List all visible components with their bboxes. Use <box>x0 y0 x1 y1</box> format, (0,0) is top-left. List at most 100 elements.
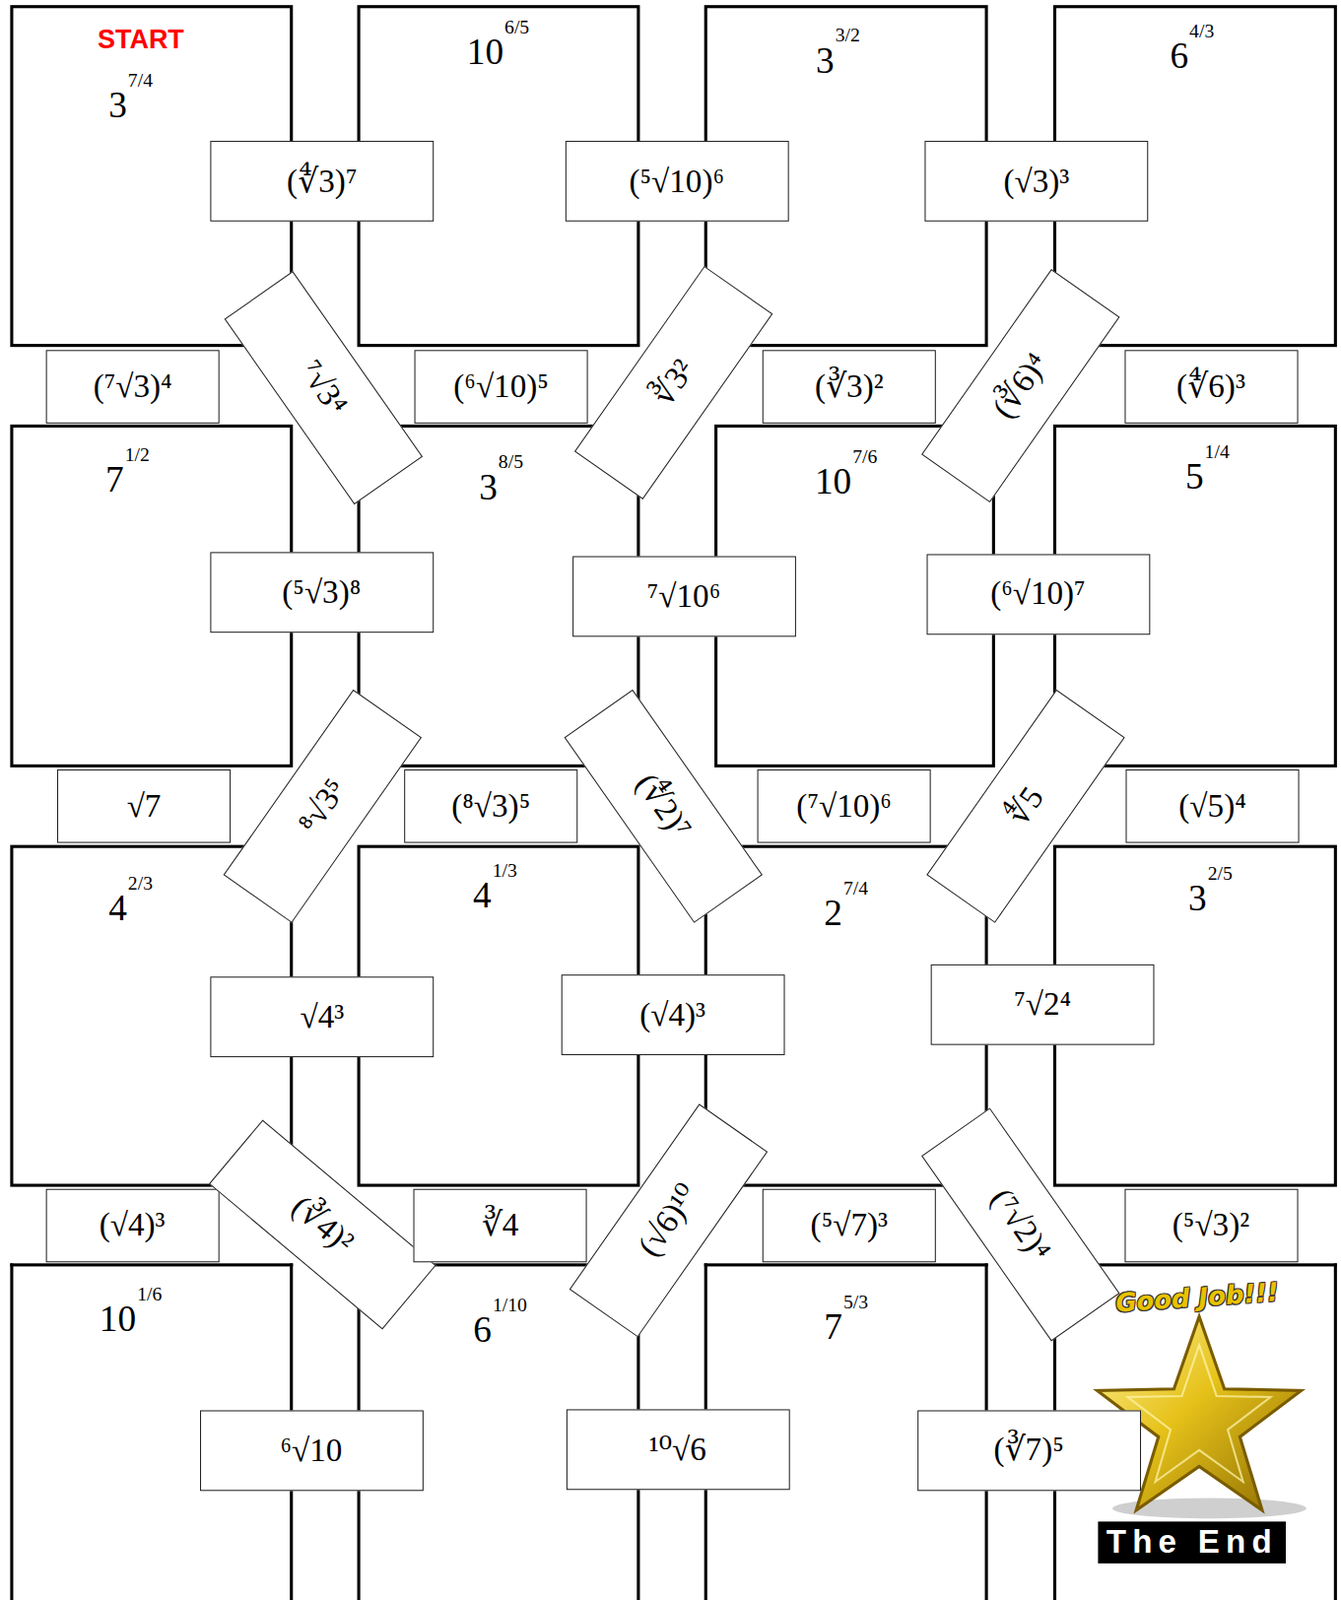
radical-card: √7 <box>57 768 231 843</box>
radical-card: (∜2)⁷ <box>564 689 763 924</box>
radical-card: (√4)³ <box>45 1188 219 1263</box>
radical-expression: √4³ <box>299 999 344 1035</box>
fraction-exponent: 4/3 <box>1189 21 1214 42</box>
radical-expression: (∜6)³ <box>1176 368 1246 404</box>
radical-card: ⁷√2⁴ <box>931 963 1155 1045</box>
radical-expression: (⁷√3)⁴ <box>93 368 173 404</box>
radical-card: ⁷√3⁴ <box>224 270 423 505</box>
radical-expression: (√3)³ <box>1003 163 1070 200</box>
power-base: 7 <box>823 1308 843 1345</box>
fraction-exponent: 2/3 <box>128 873 153 894</box>
radical-expression: (√4)³ <box>639 997 706 1033</box>
radical-expression: (∜3)⁷ <box>286 163 357 200</box>
radical-card: ∛3² <box>574 266 773 500</box>
radical-card: ¹⁰√6 <box>565 1408 790 1490</box>
radical-expression: (⁷√10)⁶ <box>796 788 892 824</box>
radical-card: (∛6)⁴ <box>921 268 1120 503</box>
radical-card: (∛7)⁵ <box>917 1409 1141 1491</box>
radical-expression: (⁵√3)² <box>1172 1206 1250 1243</box>
power-base: 6 <box>1169 37 1189 74</box>
radical-card: (⁵√10)⁶ <box>564 140 789 222</box>
radical-expression: (⁶√10)⁵ <box>453 368 549 404</box>
radical-card: (⁸√3)⁵ <box>403 768 578 843</box>
radical-card: ∜5 <box>926 689 1125 924</box>
radical-card: (√4)³ <box>560 974 785 1056</box>
radical-expression: (√6)¹⁰ <box>631 1178 707 1264</box>
radical-expression: (⁷√2)⁴ <box>983 1182 1059 1268</box>
radical-expression: ⁷√10⁶ <box>647 578 721 614</box>
radical-card: (⁶√10)⁵ <box>414 349 589 424</box>
power-expression: 42/3 <box>108 873 153 928</box>
power-expression: 32/5 <box>1188 863 1233 917</box>
radical-expression: ⁷√3⁴ <box>292 353 355 421</box>
power-expression: 101/6 <box>99 1283 162 1338</box>
radical-card: (⁷√2)⁴ <box>921 1107 1120 1341</box>
power-expression: 64/3 <box>1169 21 1214 75</box>
radical-expression: (⁵√7)³ <box>810 1206 888 1243</box>
radical-card: (⁶√10)⁷ <box>926 553 1150 635</box>
fraction-exponent: 7/6 <box>852 447 877 468</box>
radical-expression: ¹⁰√6 <box>649 1431 707 1468</box>
power-base: 4 <box>108 889 128 927</box>
power-base: 3 <box>815 41 835 78</box>
radical-expression: (⁵√3)⁸ <box>281 574 361 610</box>
radical-expression: ∛3² <box>645 352 702 412</box>
radical-card: ⁶√10 <box>199 1409 423 1491</box>
power-expression: 27/4 <box>823 878 869 933</box>
power-expression: 51/4 <box>1185 442 1230 496</box>
power-base: 10 <box>814 463 852 500</box>
power-base: 7 <box>105 461 125 498</box>
radical-expression: (∛4)² <box>284 1189 361 1262</box>
fraction-exponent: 3/2 <box>835 25 861 46</box>
fraction-exponent: 1/10 <box>492 1294 528 1315</box>
radical-expression: (∛7)⁵ <box>993 1432 1064 1469</box>
power-base: 3 <box>1188 879 1207 917</box>
radical-expression: ∜5 <box>1000 780 1051 832</box>
radical-card: (√5)⁴ <box>1125 768 1299 843</box>
radical-expression: (⁸√3)⁵ <box>451 788 531 824</box>
radical-card: (∜6)³ <box>1124 349 1298 424</box>
radical-expression: √7 <box>127 788 162 824</box>
radical-expression: (⁵√10)⁶ <box>628 163 725 200</box>
fraction-exponent: 1/2 <box>125 445 150 466</box>
radical-expression: ⁷√2⁴ <box>1013 986 1072 1022</box>
power-expression: 107/6 <box>814 447 877 501</box>
radical-card: (∛3)² <box>762 349 937 424</box>
radical-expression: ∛4 <box>481 1206 520 1243</box>
fraction-exponent: 8/5 <box>498 452 524 472</box>
power-expression: 41/3 <box>472 860 518 914</box>
radical-card: (⁵√3)² <box>1124 1188 1298 1263</box>
power-base: 3 <box>478 468 498 505</box>
radical-card: (⁵√3)⁸ <box>209 551 434 633</box>
congrats-text: Good Job!!! <box>1114 1276 1279 1319</box>
radical-expression: (√4)³ <box>99 1206 166 1243</box>
radical-card: (⁷√3)⁴ <box>46 349 220 424</box>
power-expression: 61/10 <box>472 1294 528 1348</box>
radical-card: ∛4 <box>412 1188 587 1263</box>
power-base: 3 <box>108 86 128 124</box>
radical-card: √4³ <box>209 976 434 1058</box>
radical-expression: (∛3)² <box>814 368 884 404</box>
radical-expression: (√5)⁴ <box>1178 788 1246 824</box>
radical-card: (∛4)² <box>208 1120 437 1331</box>
fraction-exponent: 6/5 <box>504 17 530 38</box>
fraction-exponent: 2/5 <box>1207 863 1233 883</box>
start-label: START <box>97 23 185 56</box>
power-expression: 38/5 <box>478 452 524 506</box>
radical-card: (⁷√10)⁶ <box>757 768 932 843</box>
end-text: The End <box>1097 1521 1286 1563</box>
fraction-exponent: 5/3 <box>843 1291 869 1312</box>
radical-card: (⁵√7)³ <box>762 1188 937 1263</box>
fraction-exponent: 7/4 <box>843 878 869 899</box>
power-base: 6 <box>472 1311 492 1348</box>
radical-card: ⁷√10⁶ <box>572 556 797 638</box>
radical-expression: (∜2)⁷ <box>628 767 699 846</box>
fraction-exponent: 1/3 <box>492 860 518 880</box>
power-expression: 71/2 <box>105 445 150 499</box>
radical-card: (√6)¹⁰ <box>569 1103 768 1338</box>
fraction-exponent: 7/4 <box>128 69 153 90</box>
power-base: 5 <box>1185 458 1205 495</box>
radical-expression: (⁶√10)⁷ <box>990 576 1086 612</box>
radical-card: (∜3)⁷ <box>209 140 434 222</box>
